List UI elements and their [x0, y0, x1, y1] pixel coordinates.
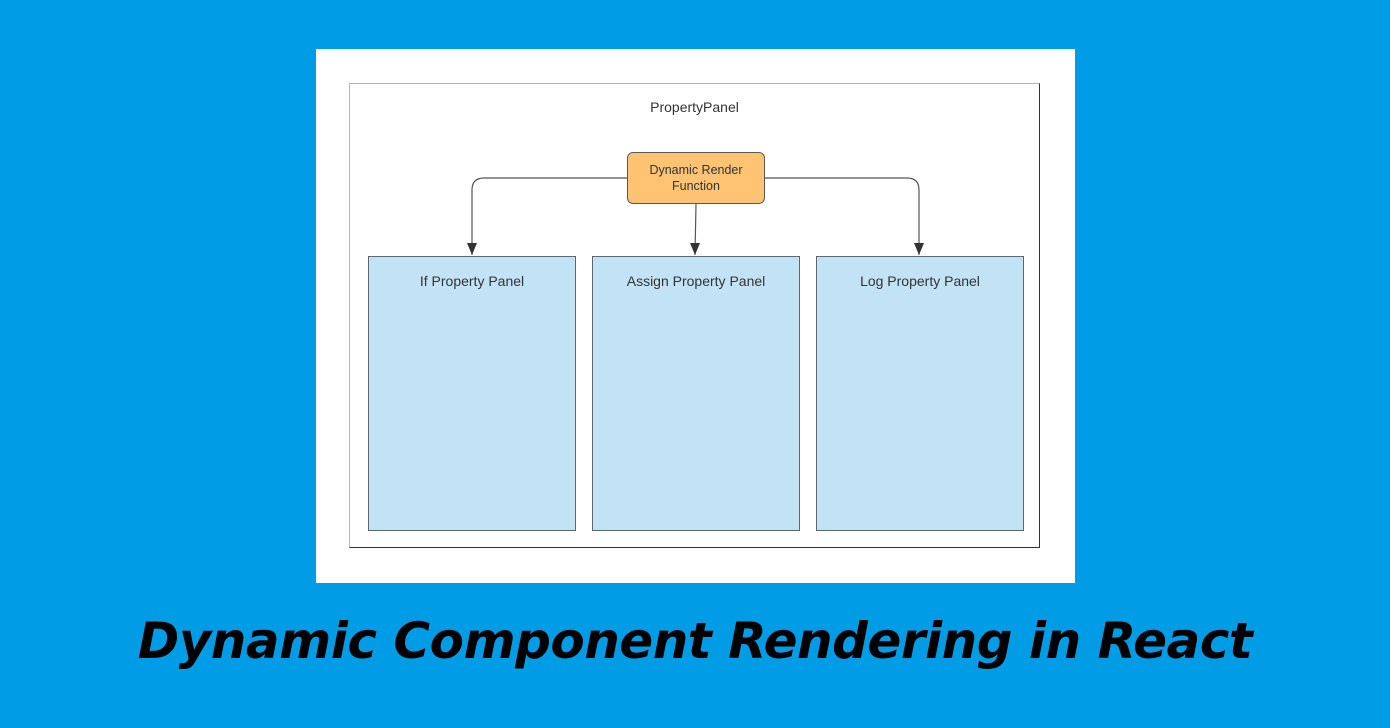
- edge-to-log-panel-arrow: [914, 243, 924, 255]
- edge-to-log-panel: [765, 177, 920, 255]
- panel-label: If Property Panel: [419, 273, 525, 289]
- if-property-panel-node: If Property Panel: [368, 256, 576, 531]
- dynamic-render-label-line1: Dynamic Render: [649, 163, 743, 177]
- edge-to-if-panel: [471, 177, 627, 255]
- assign-property-panel-node: Assign Property Panel: [592, 256, 800, 531]
- edge-to-assign-panel-arrow: [690, 243, 700, 255]
- dynamic-render-label-line2: Function: [672, 179, 720, 193]
- property-panel-title: PropertyPanel: [650, 99, 739, 115]
- caption-title: Dynamic Component Rendering in React: [137, 612, 1253, 670]
- property-panel-container: [349, 83, 1040, 548]
- panel-label: Assign Property Panel: [626, 273, 766, 289]
- log-property-panel-node: Log Property Panel: [816, 256, 1024, 531]
- dynamic-render-function-node: Dynamic Render Function: [627, 152, 765, 204]
- panel-label: Log Property Panel: [860, 273, 980, 289]
- edge-to-if-panel-arrow: [467, 243, 477, 255]
